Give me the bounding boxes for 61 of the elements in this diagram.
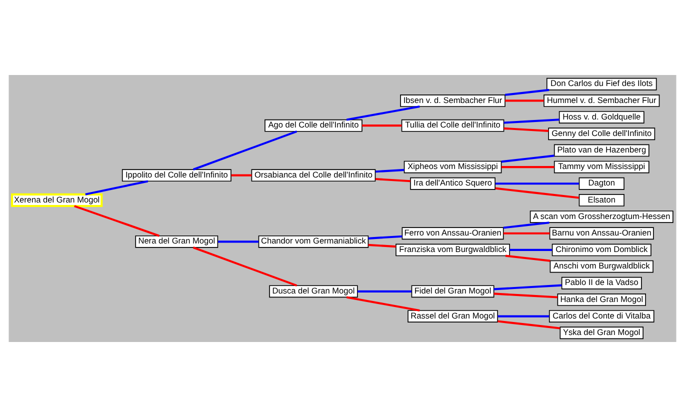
node-box: Anschi vom Burgwaldblick	[550, 260, 654, 273]
node-box: Franziska vom Burgwaldblick	[396, 244, 510, 256]
connector	[501, 166, 554, 168]
connector	[192, 246, 298, 287]
connector	[504, 88, 550, 96]
node-box: Ago del Colle dell'Infinito	[264, 119, 362, 132]
node-box: Ippolito del Colle dell'Infinito	[122, 169, 232, 182]
connector	[498, 320, 560, 330]
node-box: Barnu von Anssau-Oranien	[549, 227, 654, 240]
node-box: Plato van de Hazenberg	[554, 144, 650, 157]
connector	[375, 168, 404, 173]
connector	[368, 244, 396, 248]
connector	[74, 205, 160, 237]
node-box: Nera del Gran Mogol	[135, 235, 218, 248]
connector	[504, 118, 560, 124]
connector	[218, 240, 259, 243]
node-box: A scan vom Grossherzogtum-Hessen	[530, 210, 674, 223]
connector	[503, 222, 550, 229]
node-box: Hanka del Gran Mogol	[557, 293, 646, 306]
node-box: Pablo II de la Vadso	[561, 276, 642, 290]
connector	[503, 232, 550, 234]
connector	[498, 315, 550, 318]
node-box: Ferro von Anssau-Oranien	[402, 227, 504, 240]
node-box: Xerena del Gran Mogol	[11, 193, 103, 208]
node-box: Chandor vom Germaniablick	[258, 235, 369, 248]
connector	[504, 127, 549, 132]
node-box: Dagton	[578, 177, 624, 190]
connector	[368, 235, 402, 240]
node-box: Orsabianca del Colle dell'Infinito	[251, 169, 376, 182]
connector	[231, 174, 252, 176]
node-box: Fidel del Gran Mogol	[411, 285, 494, 298]
node-box: Chironimo vom Domblick	[552, 244, 652, 256]
connector	[495, 187, 580, 199]
connector	[375, 178, 410, 182]
node-box: Hummel v. d. Sembacher Flur	[544, 94, 660, 107]
node-box: Genny del Colle dell'Infinito	[548, 128, 656, 140]
connector	[505, 254, 550, 262]
node-box: Xipheos vom Mississippi	[404, 160, 502, 174]
node-box: Ira dell'Antico Squero	[410, 177, 496, 190]
node-box: Yska del Gran Mogol	[560, 326, 644, 340]
connector	[494, 292, 558, 298]
connector	[85, 180, 148, 196]
connector	[362, 124, 402, 127]
connector	[346, 106, 420, 121]
connector	[501, 154, 554, 163]
node-box: Ibsen v. d. Sembacher Flur	[400, 94, 506, 107]
connector	[346, 296, 420, 312]
connector	[510, 248, 552, 251]
node-box: Elsaton	[578, 194, 624, 206]
node-box: Hoss v. d. Goldquelle	[558, 111, 644, 124]
connector	[494, 284, 562, 290]
node-box: Tammy vom Mississippi	[554, 160, 650, 174]
connector	[357, 290, 412, 292]
node-box: Dusca del Gran Mogol	[269, 285, 358, 298]
node-box: Rassel del Gran Mogol	[408, 310, 498, 323]
node-box: Tullia del Colle dell'Infinito	[401, 119, 504, 132]
connector	[495, 182, 579, 185]
connector	[192, 130, 298, 170]
node-box: Carlos del Conte di Vitalba	[548, 310, 654, 323]
connector	[505, 100, 544, 102]
node-box: Don Carlos du Fief des Ilots	[546, 78, 657, 90]
